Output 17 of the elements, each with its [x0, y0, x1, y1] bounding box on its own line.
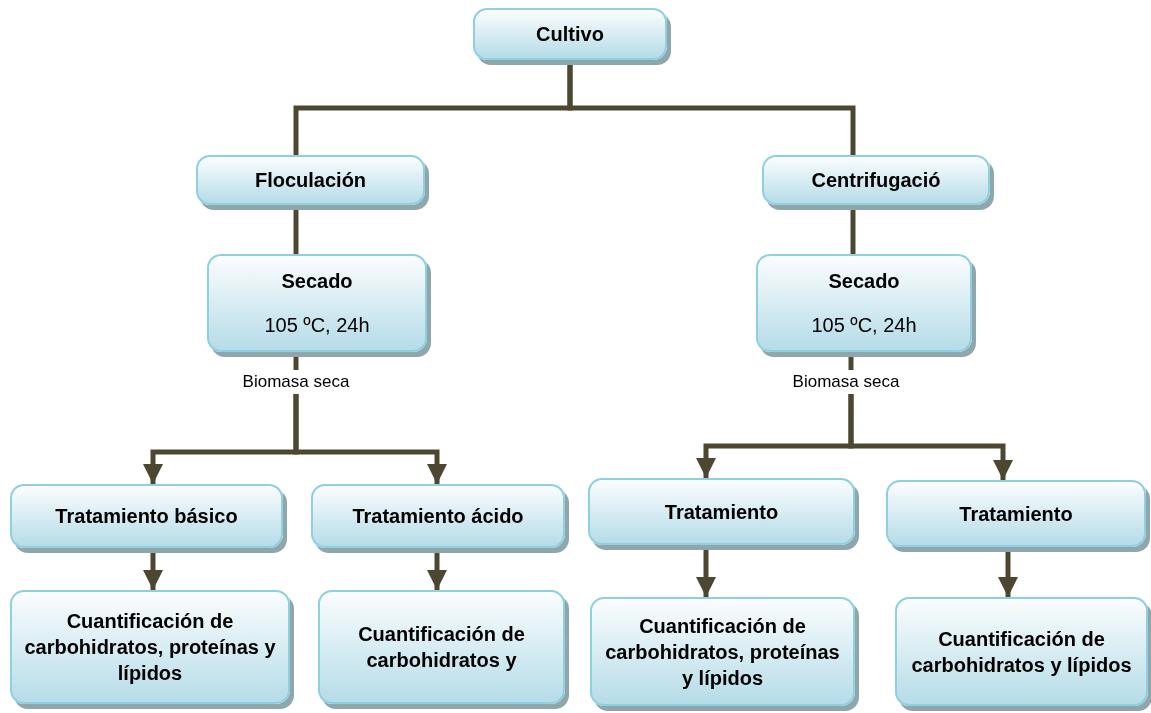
arrow — [293, 394, 447, 484]
box-detail: 105 ºC, 24h — [811, 313, 917, 338]
box-title: Secado — [281, 269, 353, 294]
box-detail: 105 ºC, 24h — [264, 313, 370, 338]
box-title: Floculación — [254, 168, 367, 193]
box-title: Centrifugació — [811, 168, 941, 193]
box-title: Secado — [828, 269, 900, 294]
box-title: Tratamiento ácido — [352, 504, 524, 529]
box-title: Tratamiento — [959, 501, 1073, 527]
box-title: Cuantificación de carbohidratos, proteínas y lípidos — [23, 609, 277, 686]
box-title: Cultivo — [536, 22, 604, 47]
box-title: Tratamiento básico — [55, 504, 238, 529]
box-title: Tratamiento — [664, 499, 779, 525]
box-title: Cuantificación de carbohidratos y lípidos — [910, 626, 1133, 678]
arrow — [848, 394, 1013, 480]
box-title: Cuantificación de carbohidratos y — [357, 622, 526, 673]
box-title: Cuantificación de carbohidratos, proteínas y lípidos — [604, 613, 841, 691]
